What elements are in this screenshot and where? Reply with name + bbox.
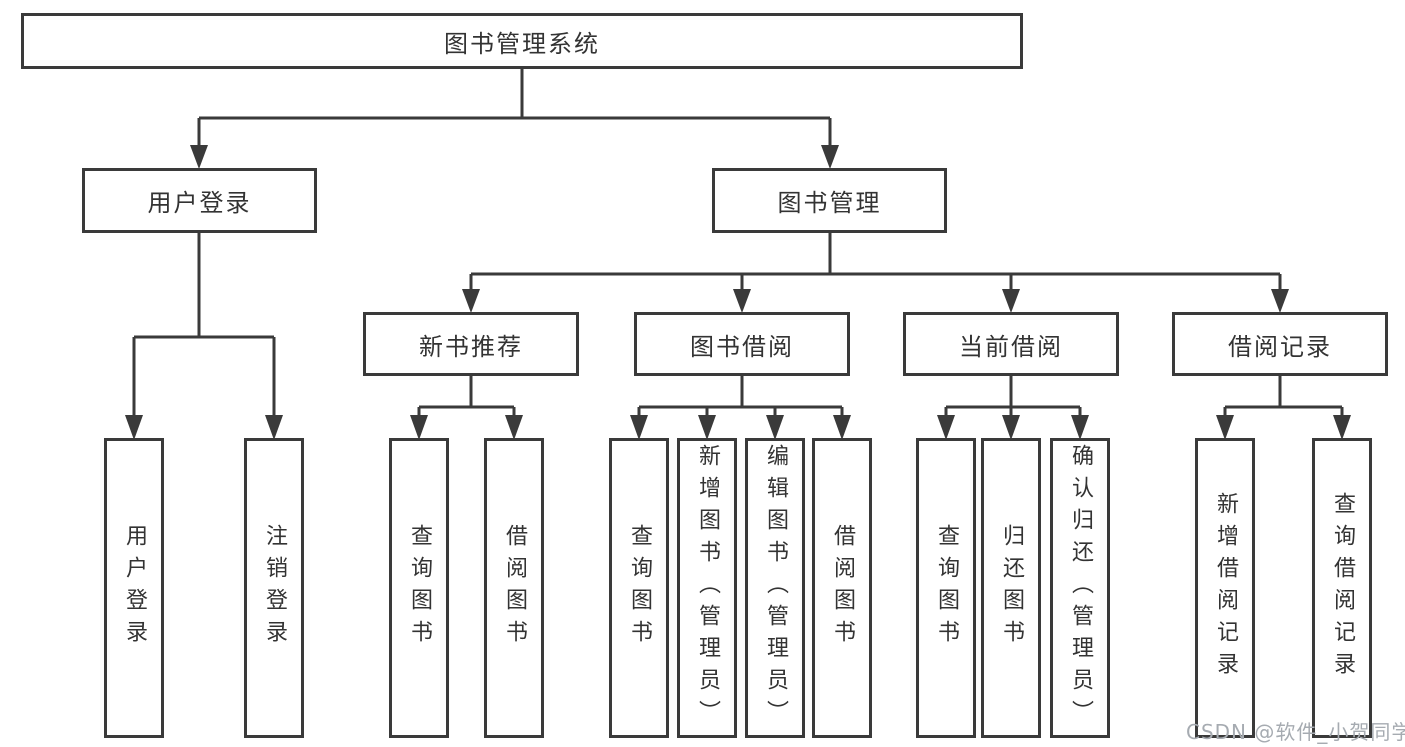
node-book-borrow-label: 图书借阅 xyxy=(690,332,794,361)
leaf-borrow-book-2-label: 借阅图书 xyxy=(830,524,855,652)
node-book-management: 图书管理 xyxy=(712,168,947,233)
node-user-login: 用户登录 xyxy=(82,168,317,233)
arrow-down-icon xyxy=(1333,415,1351,440)
leaf-borrow-book-1-label: 借阅图书 xyxy=(502,524,527,652)
node-root-label: 图书管理系统 xyxy=(444,29,600,58)
leaf-borrow-book-2: 借阅图书 xyxy=(812,438,872,738)
leaf-query-borrow-record: 查询借阅记录 xyxy=(1312,438,1372,738)
leaf-edit-book-admin: 编辑图书（管理员） xyxy=(745,438,805,738)
leaf-query-book-3-label: 查询图书 xyxy=(934,524,959,652)
arrowhead-icons xyxy=(125,145,1351,440)
node-user-login-label: 用户登录 xyxy=(147,189,252,217)
node-current-borrow: 当前借阅 xyxy=(903,312,1119,376)
arrow-down-icon xyxy=(1216,415,1234,440)
leaf-user-login-label: 用户登录 xyxy=(122,524,147,652)
arrow-down-icon xyxy=(1002,289,1020,313)
leaf-query-borrow-record-label: 查询借阅记录 xyxy=(1330,492,1355,684)
arrow-down-icon xyxy=(125,415,143,440)
node-borrow-records-label: 借阅记录 xyxy=(1228,332,1332,361)
tree-edges xyxy=(132,66,1344,422)
arrow-down-icon xyxy=(1071,415,1089,440)
arrow-down-icon xyxy=(833,415,851,440)
arrow-down-icon xyxy=(265,415,283,440)
arrow-down-icon xyxy=(821,145,839,169)
leaf-logout-login: 注销登录 xyxy=(244,438,304,738)
leaf-return-book: 归还图书 xyxy=(981,438,1041,738)
leaf-add-borrow-record: 新增借阅记录 xyxy=(1195,438,1255,738)
leaf-user-login: 用户登录 xyxy=(104,438,164,738)
node-borrow-records: 借阅记录 xyxy=(1172,312,1388,376)
arrow-down-icon xyxy=(630,415,648,440)
leaf-return-book-label: 归还图书 xyxy=(999,524,1024,652)
leaf-query-book-3: 查询图书 xyxy=(916,438,976,738)
leaf-add-borrow-record-label: 新增借阅记录 xyxy=(1213,492,1238,684)
leaf-query-book-2-label: 查询图书 xyxy=(627,524,652,652)
node-new-book-recommend-label: 新书推荐 xyxy=(419,332,523,361)
arrow-down-icon xyxy=(505,415,523,440)
csdn-watermark: CSDN @软件_小贺同学 xyxy=(1186,720,1405,744)
leaf-add-book-admin-label: 新增图书（管理员） xyxy=(695,444,720,732)
leaf-query-book-1: 查询图书 xyxy=(389,438,449,738)
leaf-confirm-return-admin-label: 确认归还（管理员） xyxy=(1068,444,1093,732)
arrow-down-icon xyxy=(190,145,208,169)
node-book-borrow: 图书借阅 xyxy=(634,312,850,376)
leaf-query-book-1-label: 查询图书 xyxy=(407,524,432,652)
arrow-down-icon xyxy=(937,415,955,440)
arrow-down-icon xyxy=(1002,415,1020,440)
node-current-borrow-label: 当前借阅 xyxy=(959,332,1063,361)
arrow-down-icon xyxy=(733,289,751,313)
leaf-logout-login-label: 注销登录 xyxy=(262,524,287,652)
leaf-borrow-book-1: 借阅图书 xyxy=(484,438,544,738)
leaf-edit-book-admin-label: 编辑图书（管理员） xyxy=(763,444,788,732)
arrow-down-icon xyxy=(1271,289,1289,313)
arrow-down-icon xyxy=(410,415,428,440)
leaf-add-book-admin: 新增图书（管理员） xyxy=(677,438,737,738)
node-root: 图书管理系统 xyxy=(21,13,1023,69)
leaf-confirm-return-admin: 确认归还（管理员） xyxy=(1050,438,1110,738)
leaf-query-book-2: 查询图书 xyxy=(609,438,669,738)
arrow-down-icon xyxy=(462,289,480,313)
arrow-down-icon xyxy=(766,415,784,440)
node-new-book-recommend: 新书推荐 xyxy=(363,312,579,376)
node-book-management-label: 图书管理 xyxy=(777,189,882,217)
arrow-down-icon xyxy=(698,415,716,440)
